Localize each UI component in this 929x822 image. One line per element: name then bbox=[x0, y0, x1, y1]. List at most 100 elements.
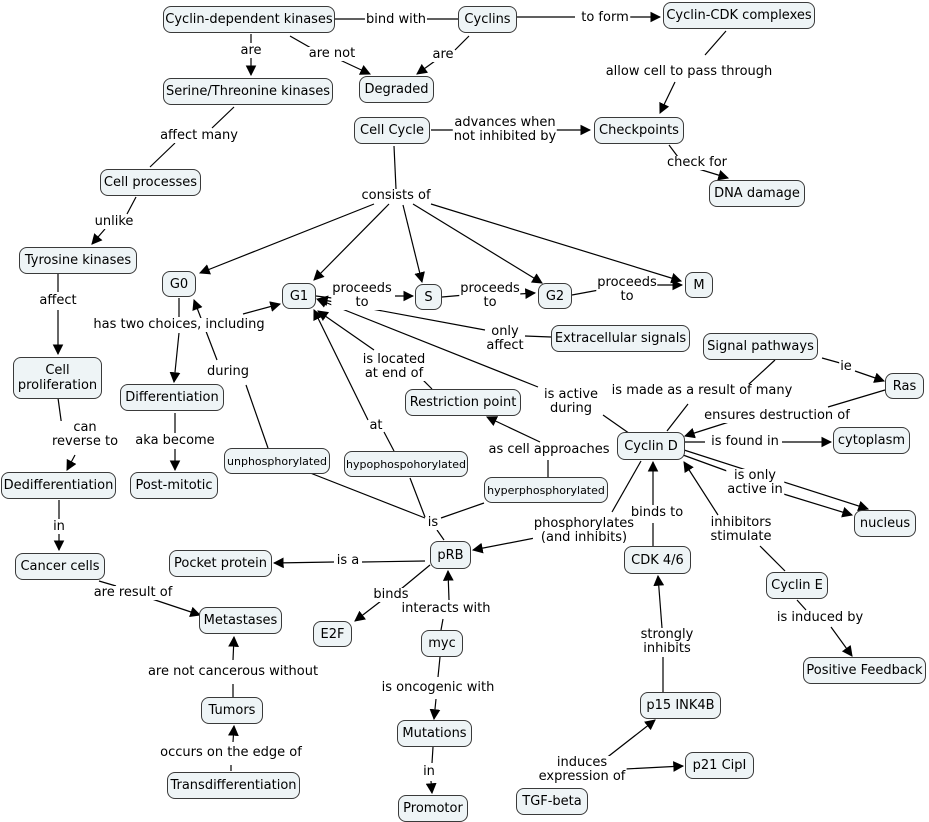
connector-segment-73 bbox=[471, 536, 541, 554]
link-made-as-result: is made as a result of many bbox=[610, 383, 794, 398]
connector-segment-4 bbox=[704, 30, 727, 56]
node-dedifferentiation[interactable]: Dedifferentiation bbox=[1, 472, 116, 499]
node-myc[interactable]: myc bbox=[421, 630, 463, 657]
node-unphosphorylated[interactable]: unphosphorylated bbox=[224, 448, 330, 474]
link-aka-become: aka become bbox=[134, 433, 216, 448]
connector-segment-19 bbox=[198, 203, 375, 275]
node-serine-threonine-kinases[interactable]: Serine/Threonine kinases bbox=[163, 78, 333, 105]
connector-segment-67 bbox=[440, 502, 485, 519]
node-dna-damage[interactable]: DNA damage bbox=[709, 180, 805, 207]
link-consists-of: consists of bbox=[360, 188, 432, 203]
connector-segment-77 bbox=[272, 557, 335, 569]
connector-segment-75 bbox=[683, 461, 719, 516]
node-p15-ink4b[interactable]: p15 INK4B bbox=[640, 692, 721, 719]
link-during-g0: during bbox=[206, 364, 250, 379]
connector-segment-83 bbox=[442, 569, 454, 601]
connector-segment-79 bbox=[151, 598, 202, 618]
node-cell-cycle[interactable]: Cell Cycle bbox=[354, 117, 430, 144]
connector-segment-16 bbox=[668, 144, 679, 158]
node-hypophosphorylated[interactable]: hypophospohorylated bbox=[344, 451, 468, 477]
link-are-2: are bbox=[431, 47, 455, 62]
node-cyclin-dependent-kinases[interactable]: Cyclin-dependent kinases bbox=[163, 6, 335, 33]
connector-segment-68 bbox=[409, 477, 426, 518]
node-g2[interactable]: G2 bbox=[538, 283, 572, 309]
connector-segment-5 bbox=[659, 81, 676, 114]
node-g1[interactable]: G1 bbox=[282, 283, 316, 309]
connector-segment-50 bbox=[683, 421, 730, 439]
connector-segment-96 bbox=[604, 719, 656, 760]
connector-segment-72 bbox=[611, 460, 642, 513]
connector-segment-93 bbox=[425, 780, 437, 795]
connector-segment-55 bbox=[383, 431, 395, 452]
connector-segment-15 bbox=[149, 142, 176, 168]
link-are-not: are not bbox=[307, 46, 357, 61]
node-hyperphosphorylated[interactable]: hyperphosphorylated bbox=[484, 477, 608, 503]
node-degraded[interactable]: Degraded bbox=[359, 76, 434, 103]
node-p21-cipi[interactable]: p21 CipI bbox=[685, 752, 754, 779]
connector-segment-82 bbox=[440, 618, 444, 631]
link-unlike: unlike bbox=[93, 214, 135, 229]
connector-segment-9 bbox=[339, 59, 371, 75]
connector-segment-69 bbox=[436, 529, 445, 541]
link-only-active-in: is only active in bbox=[726, 468, 784, 497]
node-ras[interactable]: Ras bbox=[885, 373, 924, 399]
node-tgf-beta[interactable]: TGF-beta bbox=[516, 788, 588, 815]
node-mutations[interactable]: Mutations bbox=[397, 720, 472, 747]
link-only-affect: only affect bbox=[485, 324, 525, 353]
node-cancer-cells[interactable]: Cancer cells bbox=[15, 553, 105, 580]
node-tumors[interactable]: Tumors bbox=[201, 697, 263, 724]
link-ensures-destruction: ensures destruction of bbox=[703, 408, 851, 423]
link-binds: binds bbox=[372, 587, 410, 602]
node-extracellular-signals[interactable]: Extracellular signals bbox=[551, 325, 690, 352]
node-post-mitotic[interactable]: Post-mitotic bbox=[130, 472, 218, 499]
link-proceeds-g1-s: proceeds to bbox=[331, 281, 393, 310]
link-found-in: is found in bbox=[710, 434, 780, 449]
link-bind-with: bind with bbox=[364, 12, 428, 27]
node-g0[interactable]: G0 bbox=[162, 271, 196, 297]
node-signal-pathways[interactable]: Signal pathways bbox=[703, 333, 818, 360]
node-s[interactable]: S bbox=[415, 284, 442, 310]
node-metastases[interactable]: Metastases bbox=[199, 607, 282, 634]
node-prb[interactable]: pRB bbox=[430, 541, 471, 569]
node-cyclin-cdk-complexes[interactable]: Cyclin-CDK complexes bbox=[663, 2, 815, 29]
node-positive-feedback[interactable]: Positive Feedback bbox=[803, 657, 926, 684]
node-cyclins[interactable]: Cyclins bbox=[458, 6, 517, 33]
node-tyrosine-kinases[interactable]: Tyrosine kinases bbox=[19, 247, 137, 274]
node-nucleus[interactable]: nucleus bbox=[854, 510, 916, 537]
connector-segment-14 bbox=[211, 106, 235, 129]
link-is-located: is located at end of bbox=[361, 352, 427, 381]
node-cdk-4-6[interactable]: CDK 4/6 bbox=[624, 546, 691, 574]
connector-segment-60 bbox=[486, 416, 541, 443]
node-checkpoints[interactable]: Checkpoints bbox=[594, 117, 684, 144]
connector-segment-40 bbox=[317, 310, 375, 351]
node-e2f[interactable]: E2F bbox=[313, 621, 352, 647]
node-pocket-protein[interactable]: Pocket protein bbox=[169, 550, 272, 577]
node-cytoplasm[interactable]: cytoplasm bbox=[833, 427, 910, 454]
link-is-a: is a bbox=[335, 553, 361, 568]
node-cyclin-d[interactable]: Cyclin D bbox=[617, 432, 685, 460]
node-transdifferentiation[interactable]: Transdifferentiation bbox=[167, 772, 300, 799]
node-promotor[interactable]: Promotor bbox=[398, 795, 468, 822]
node-restriction-point[interactable]: Restriction point bbox=[405, 389, 521, 416]
link-can-reverse: can reverse to bbox=[50, 420, 120, 449]
link-proceeds-g2-m: proceeds to bbox=[596, 275, 658, 304]
link-oncogenic-with: is oncogenic with bbox=[380, 680, 496, 695]
link-is: is bbox=[426, 515, 440, 530]
connector-segment-85 bbox=[830, 626, 853, 657]
connector-segment-62 bbox=[776, 491, 854, 518]
connector-segment-52 bbox=[66, 454, 77, 471]
connector-segment-18 bbox=[393, 145, 397, 190]
node-m[interactable]: M bbox=[685, 272, 713, 298]
link-binds-to: binds to bbox=[629, 505, 685, 520]
node-cell-proliferation[interactable]: Cell proliferation bbox=[13, 357, 102, 399]
link-in-1: in bbox=[52, 519, 66, 534]
connector-segment-84 bbox=[796, 599, 807, 611]
link-not-cancerous: are not cancerous without bbox=[146, 664, 320, 679]
node-cyclin-e[interactable]: Cyclin E bbox=[766, 572, 828, 599]
connector-segment-89 bbox=[228, 635, 239, 661]
node-differentiation[interactable]: Differentiation bbox=[120, 384, 224, 411]
link-active-during: is active during bbox=[542, 387, 600, 416]
link-advances-when: advances when not inhibited by bbox=[452, 115, 558, 144]
node-cell-processes[interactable]: Cell processes bbox=[100, 169, 201, 196]
connector-segment-25 bbox=[91, 228, 106, 245]
